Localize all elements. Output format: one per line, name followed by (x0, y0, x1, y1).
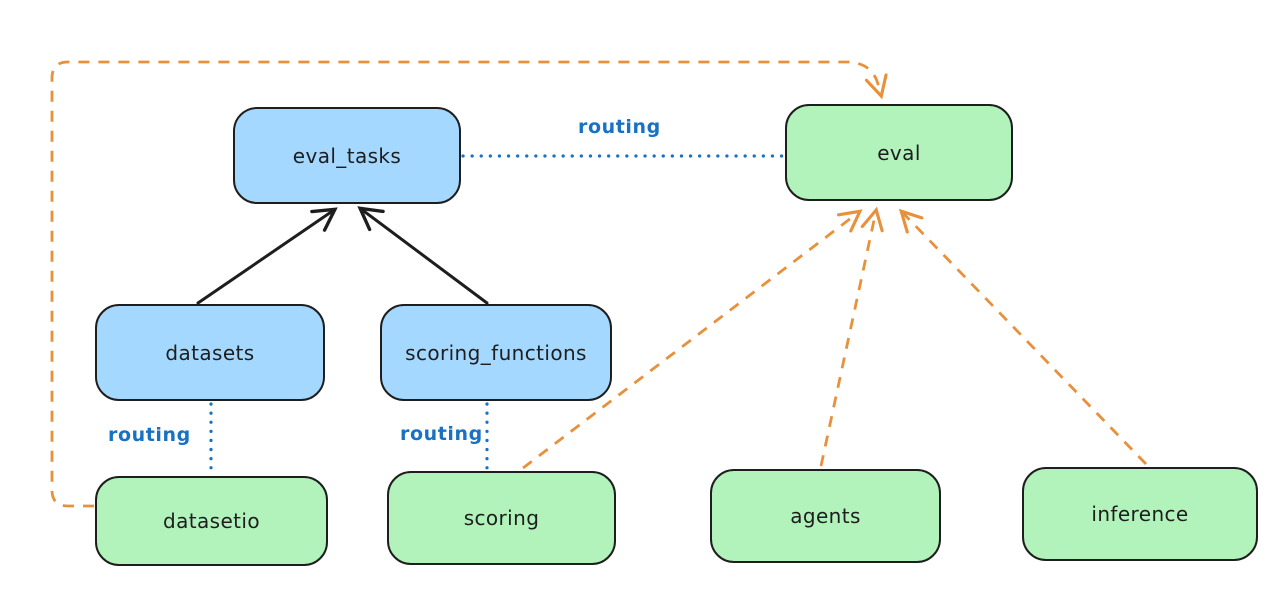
node-datasets: datasets (95, 304, 325, 401)
node-scoring: scoring (387, 471, 616, 565)
edge-agents-eval (819, 206, 884, 467)
edge-datasets-eval-tasks (196, 207, 338, 305)
node-scoring-label: scoring (463, 506, 540, 530)
edge-inference-eval (898, 208, 1148, 465)
node-scoring-functions: scoring_functions (380, 304, 612, 401)
routing-label-scoring-functions-scoring: routing (400, 423, 483, 445)
node-agents: agents (710, 469, 941, 563)
node-datasetio: datasetio (95, 476, 328, 566)
node-eval-label: eval (877, 140, 921, 165)
routing-label-eval-tasks-eval: routing (578, 116, 661, 138)
edge-scoring-functions-eval-tasks (357, 206, 489, 305)
node-eval: eval (785, 104, 1013, 201)
edge-scoring-eval (522, 209, 863, 470)
node-agents-label: agents (790, 504, 861, 528)
node-inference-label: inference (1091, 502, 1189, 526)
node-scoring-functions-label: scoring_functions (405, 340, 587, 365)
node-inference: inference (1022, 467, 1258, 561)
routing-label-datasets-datasetio: routing (108, 424, 191, 446)
node-datasets-label: datasets (165, 340, 255, 365)
node-datasetio-label: datasetio (162, 509, 260, 533)
node-eval-tasks-label: eval_tasks (292, 143, 402, 168)
node-eval-tasks: eval_tasks (233, 107, 461, 204)
